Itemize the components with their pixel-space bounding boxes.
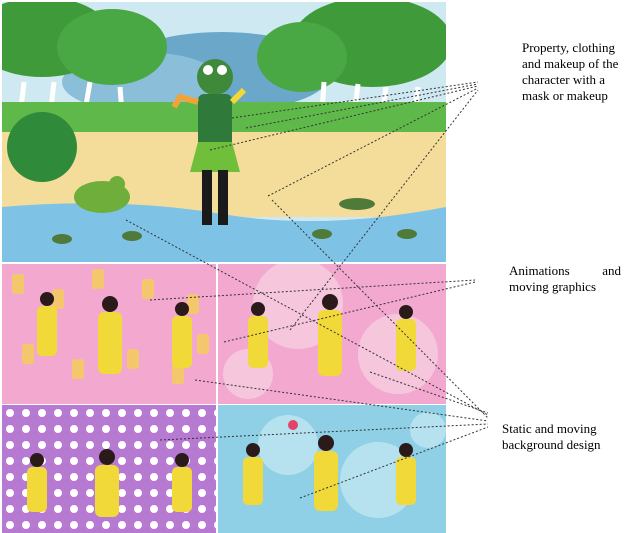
background-panel-purple-dots: [2, 405, 216, 533]
label-animations-line2: moving graphics: [509, 279, 621, 295]
background-panel-blue-bubbles: [218, 405, 446, 533]
label-property-clothing-makeup: Property, clothing and makeup of the cha…: [522, 40, 622, 104]
label-animations: Animations and moving graphics: [509, 263, 621, 295]
animation-panel-pink-pattern: [2, 264, 216, 404]
label-background-design: Static and moving background design: [502, 421, 614, 453]
label-animations-line1: Animations and: [509, 263, 621, 279]
frog-costume-scene: [2, 2, 446, 262]
animation-panel-pink-circles: [218, 264, 446, 404]
